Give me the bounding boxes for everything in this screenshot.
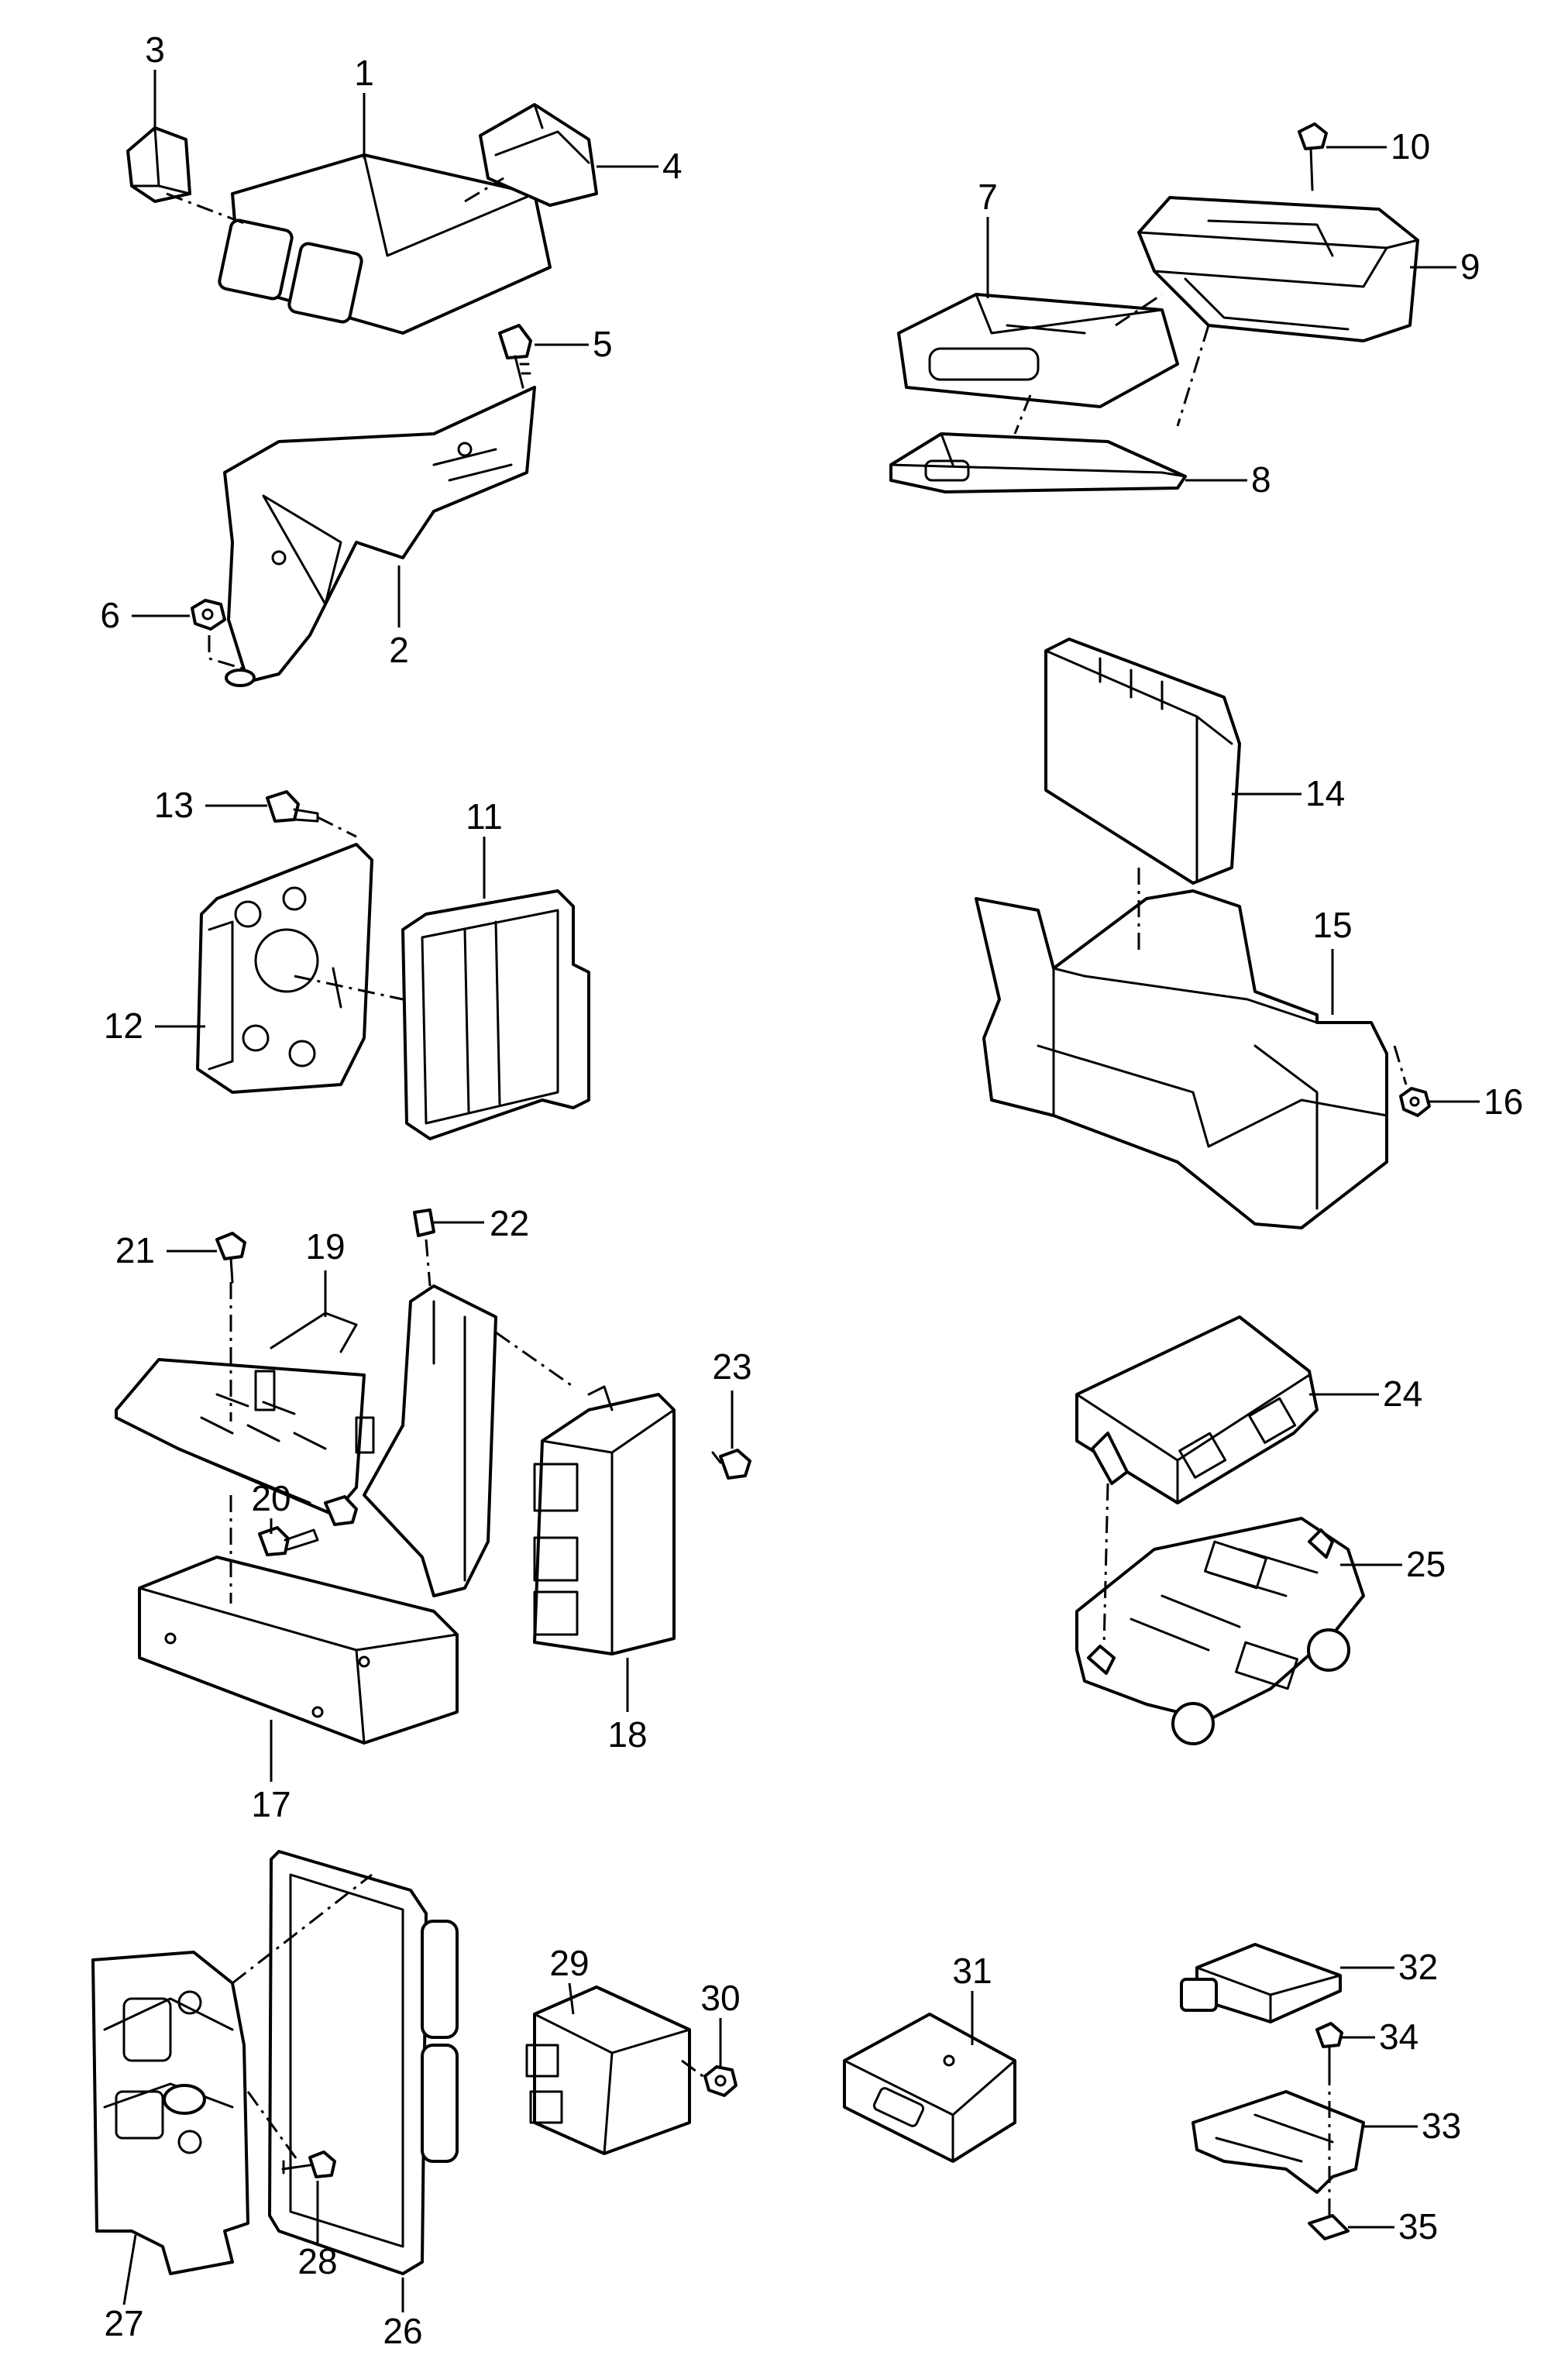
- callout-labels: 1 2 3 4 5 6 7 8 9 10 11 12 13 14 15 16 1…: [100, 29, 1523, 2351]
- callout-20: 20: [251, 1478, 291, 1518]
- assembly-line-1c: [208, 635, 249, 672]
- assembly-line-19c: [425, 1239, 432, 1287]
- callout-28: 28: [297, 2241, 337, 2281]
- part-32-sensor: [1180, 1943, 1342, 2023]
- callout-13: 13: [154, 785, 194, 825]
- part-9-holder: [1137, 196, 1419, 342]
- callout-18: 18: [607, 1714, 647, 1755]
- part-25-bracket: [1075, 1517, 1365, 1745]
- callout-7: 7: [978, 177, 998, 217]
- part-5-bolt: [498, 324, 532, 389]
- part-7-control-unit: [897, 293, 1179, 408]
- callout-3: 3: [145, 29, 165, 70]
- part-1-control-unit: [218, 153, 552, 335]
- part-18-control-unit: [533, 1385, 676, 1655]
- part-13-bolt: [266, 790, 319, 823]
- callout-24: 24: [1383, 1373, 1422, 1414]
- assembly-line-24a: [1102, 1483, 1109, 1647]
- part-21-bolt: [215, 1232, 246, 1284]
- leader-29: [568, 1982, 575, 2015]
- assembly-line-7b: [1013, 394, 1032, 435]
- part-20-bolt: [258, 1495, 358, 1556]
- assembly-line-7a: [1115, 293, 1163, 327]
- assembly-line-1b: [464, 177, 504, 203]
- part-24-control-unit: [1075, 1315, 1319, 1504]
- part-8-control-unit: [889, 432, 1187, 493]
- assembly-line-30a: [681, 2059, 706, 2079]
- callout-1: 1: [354, 53, 374, 93]
- part-31-control-unit: [843, 2013, 1016, 2163]
- callout-25: 25: [1406, 1544, 1446, 1584]
- callout-8: 8: [1251, 459, 1271, 500]
- part-18b-support-bracket: [363, 1284, 497, 1597]
- assembly-line-26b: [246, 2091, 300, 2162]
- part-10-bolt: [1298, 122, 1328, 191]
- callout-11: 11: [466, 796, 503, 837]
- callout-21: 21: [115, 1230, 155, 1270]
- callout-6: 6: [100, 595, 120, 635]
- callout-35: 35: [1398, 2206, 1438, 2247]
- part-19-bracket-plate: [115, 1312, 375, 1516]
- callout-29: 29: [549, 1943, 589, 1983]
- callout-16: 16: [1484, 1081, 1523, 1122]
- part-35-clip-nut: [1308, 2214, 1350, 2240]
- part-15-holder-tray: [975, 889, 1388, 1229]
- part-28-bolt: [281, 2150, 336, 2178]
- callout-33: 33: [1422, 2106, 1461, 2146]
- callout-15: 15: [1312, 905, 1352, 945]
- callout-9: 9: [1460, 246, 1480, 287]
- callout-4: 4: [662, 146, 683, 186]
- callout-19: 19: [305, 1226, 345, 1267]
- assembly-line-14b: [1393, 1045, 1408, 1085]
- part-12-mounting-bracket: [196, 843, 373, 1094]
- assembly-line-7c: [1176, 325, 1210, 427]
- part-33-bracket: [1191, 2090, 1365, 2194]
- assembly-line-19d: [495, 1331, 574, 1388]
- part-3-connector-clip: [126, 126, 191, 203]
- part-2-mounting-bracket: [223, 386, 536, 687]
- callout-23: 23: [712, 1346, 751, 1387]
- part-34-bolt: [1315, 2022, 1343, 2070]
- part-27-mounting-bracket: [91, 1951, 249, 2275]
- part-11-control-unit: [401, 889, 590, 1140]
- assembly-line-11a: [317, 816, 357, 838]
- assembly-line-26a: [232, 1873, 373, 1985]
- leader-27: [122, 2234, 137, 2305]
- part-6-nut: [191, 599, 226, 631]
- part-29-control-unit: [525, 1985, 691, 2155]
- callout-26: 26: [383, 2311, 422, 2351]
- callout-12: 12: [104, 1006, 143, 1046]
- part-22-clip-nut: [413, 1208, 435, 1237]
- part-26-control-unit: [268, 1850, 459, 2275]
- callout-30: 30: [700, 1978, 740, 2018]
- part-4-connector-clip: [479, 103, 598, 207]
- assembly-line-1a: [166, 192, 249, 226]
- callout-5: 5: [593, 324, 613, 364]
- callout-31: 31: [952, 1951, 992, 1991]
- callout-22: 22: [490, 1203, 529, 1243]
- part-16-nut: [1399, 1087, 1431, 1117]
- part-14-control-unit: [1044, 638, 1241, 885]
- part-23-bolt: [711, 1449, 751, 1480]
- part-30-nut: [703, 2065, 738, 2097]
- part-17-control-unit: [138, 1556, 459, 1745]
- callout-34: 34: [1379, 2016, 1418, 2057]
- callout-14: 14: [1305, 773, 1345, 813]
- callout-27: 27: [104, 2303, 143, 2343]
- callout-17: 17: [251, 1784, 291, 1824]
- callout-2: 2: [389, 630, 409, 670]
- callout-10: 10: [1391, 126, 1430, 167]
- callout-32: 32: [1398, 1947, 1438, 1987]
